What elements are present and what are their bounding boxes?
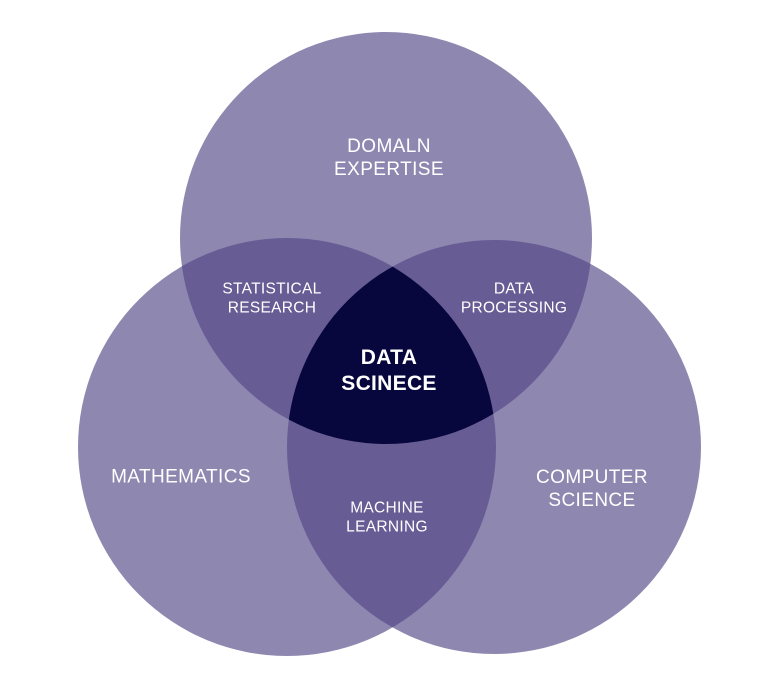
label-line: LEARNING [346, 518, 428, 535]
label-line: SCINECE [341, 372, 437, 395]
label-line: RESEARCH [227, 299, 317, 316]
label-mathematics: MATHEMATICS [111, 467, 251, 490]
label-data-science: DATA SCINECE [341, 345, 436, 398]
label-line: DATA [360, 345, 418, 369]
label-data-processing: DATA PROCESSING [461, 280, 567, 317]
label-computer-science: COMPUTER SCIENCE [536, 467, 648, 513]
label-statistical-research: STATISTICAL RESEARCH [222, 280, 321, 317]
label-line: MATHEMATICS [111, 466, 251, 488]
label-domain-expertise: DOMALN EXPERTISE [334, 136, 444, 182]
center-region [287, 240, 496, 444]
label-line: EXPERTISE [334, 159, 444, 180]
label-line: PROCESSING [460, 299, 568, 316]
label-line: STATISTICAL [222, 280, 322, 298]
label-line: MACHINE [350, 499, 424, 517]
label-line: DOMALN [347, 136, 431, 158]
label-line: SCIENCE [548, 490, 636, 511]
label-line: COMPUTER [536, 467, 648, 489]
label-line: DATA [493, 280, 535, 298]
label-machine-learning: MACHINE LEARNING [346, 499, 428, 536]
